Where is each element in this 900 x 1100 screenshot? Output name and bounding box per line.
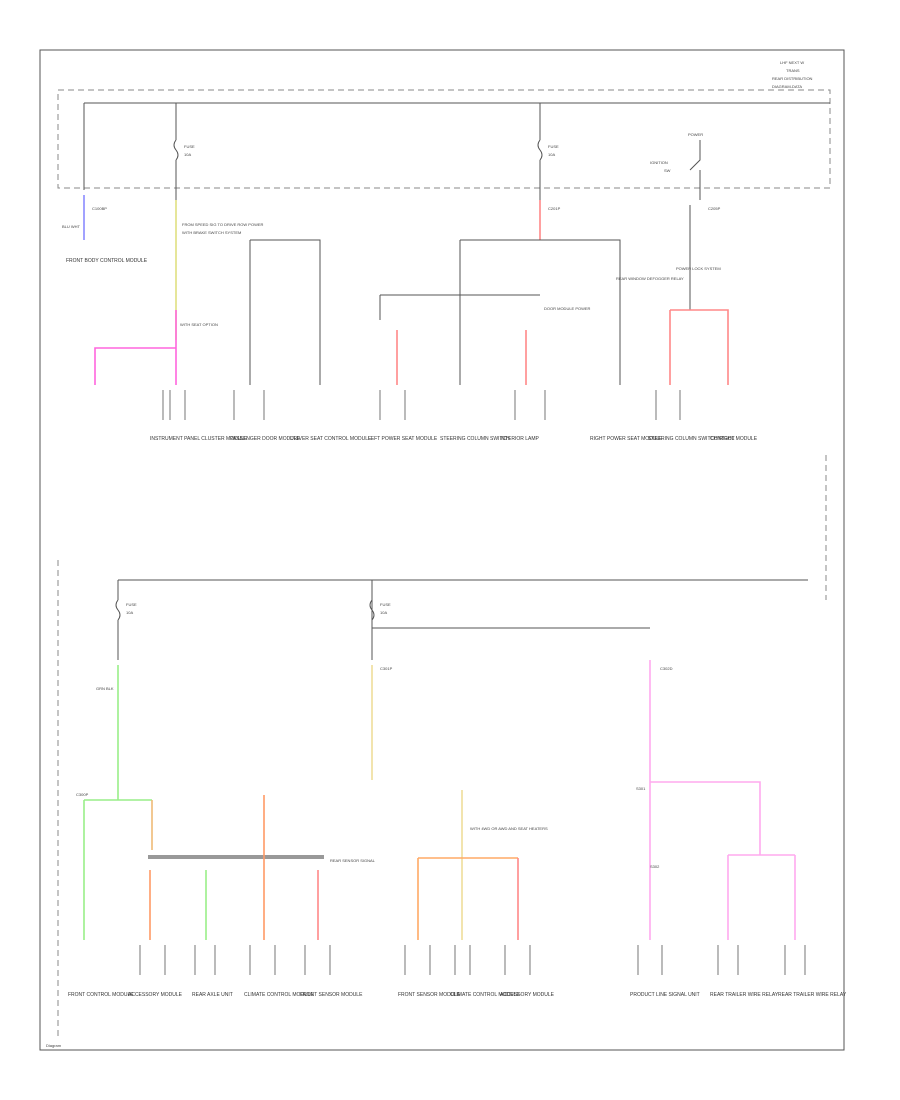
fuse-bottom-2: FUSE 10A [369, 580, 391, 660]
title-line-2: TRANS [786, 68, 800, 73]
title-line-1: LHF NEXT W [780, 60, 804, 65]
note-top-1: FROM SPEED SIG TO DRIVE ROW POWER [182, 222, 264, 227]
fuse-bottom-2-label: FUSE [380, 602, 391, 607]
module-bottom-11: REAR TRAILER WIRE RELAY [778, 992, 847, 998]
module-top-1: FRONT BODY CONTROL MODULE [66, 258, 148, 264]
module-bottom-10: REAR TRAILER WIRE RELAY [710, 992, 779, 998]
module-top-4: DRIVER SEAT CONTROL MODULE [290, 436, 372, 442]
module-top-2: INSTRUMENT PANEL CLUSTER MODULE [150, 436, 248, 442]
note-top-6: POWER LOCK SYSTEM [676, 266, 721, 271]
top-modules-row: INSTRUMENT PANEL CLUSTER MODULE PASSENGE… [150, 390, 758, 442]
wire-code-top-1: BLU WHT [62, 224, 81, 229]
wire-top-right-red [669, 309, 729, 385]
note-top-4: DOOR MODULE POWER [544, 306, 591, 311]
fuse-top-2: FUSE 10A [537, 103, 559, 200]
note-bottom-1: REAR SENSOR SIGNAL [330, 858, 376, 863]
bottom-bus-branch [371, 580, 650, 629]
wire-bottom-orange-2 [417, 857, 518, 940]
fuse-top-2-label: FUSE [548, 144, 559, 149]
module-top-5: LEFT POWER SEAT MODULE [368, 436, 438, 442]
diagram-frame [39, 49, 845, 1051]
conn-bottom-4: S301 [636, 786, 646, 791]
module-bottom-6: FRONT SENSOR MODULE [398, 992, 461, 998]
note-top-2: WITH BRAKE SWITCH SYSTEM [182, 230, 241, 235]
wire-top-pink [94, 310, 177, 385]
page-id: Diagram [46, 1043, 62, 1048]
module-top-3: PASSENGER DOOR MODULE [230, 436, 301, 442]
fuse-bottom-1-label: FUSE [126, 602, 137, 607]
conn-top-2: C201P [548, 206, 561, 211]
wire-bottom-green [83, 665, 152, 940]
conn-top-1: C100BP [92, 206, 107, 211]
module-bottom-7: CLIMATE CONTROL MODULE [450, 992, 520, 998]
conn-bottom-3: C302D [660, 666, 673, 671]
ignition-label-1: POWER [688, 132, 703, 137]
module-bottom-9: PRODUCT LINE SIGNAL UNIT [630, 992, 700, 998]
note-bottom-2: WITH 4WD OR AWD AND SEAT HEATERS [470, 826, 548, 831]
wire-code-bottom-1: GRN BLK [96, 686, 114, 691]
wire-top-branches [249, 239, 321, 385]
title-line-3: REAR DISTRIBUTION [772, 76, 813, 81]
note-top-5: REAR WINDOW DEFOGGER RELAY [616, 276, 684, 281]
wire-top-mid-bus [459, 239, 621, 385]
module-bottom-3: REAR AXLE UNIT [192, 992, 233, 998]
bottom-dashed-edges [57, 455, 827, 1040]
fuse-bottom-1-num: 10A [126, 610, 133, 615]
module-top-9: STEERING COLUMN SWITCH RIGHT [648, 436, 735, 442]
module-bottom-1: FRONT CONTROL MODULE [68, 992, 134, 998]
fuse-top-1-label: FUSE [184, 144, 195, 149]
title-block: LHF NEXT W TRANS REAR DISTRIBUTION DIAGR… [772, 60, 813, 89]
conn-top-4: C205P [708, 206, 721, 211]
ignition-label-3: SW [664, 168, 671, 173]
module-bottom-8: ACCESSORY MODULE [500, 992, 555, 998]
module-top-6: STEERING COLUMN SWITCH [440, 436, 510, 442]
conn-bottom-2: C301P [380, 666, 393, 671]
note-top-3: WITH SEAT OPTION [180, 322, 218, 327]
ignition-label-2: IGNITION [650, 160, 668, 165]
module-bottom-2: ACCESSORY MODULE [128, 992, 183, 998]
module-top-10: CONTROL MODULE [710, 436, 758, 442]
wire-bottom-pink [649, 660, 796, 940]
fuse-top-2-num: 10A [548, 152, 555, 157]
module-bottom-5: FRONT SENSOR MODULE [300, 992, 363, 998]
module-top-7: INTERIOR LAMP [500, 436, 540, 442]
module-bottom-4: CLIMATE CONTROL MODULE [244, 992, 314, 998]
fuse-bottom-2-num: 10A [380, 610, 387, 615]
conn-bottom-1: C300P [76, 792, 89, 797]
bottom-modules-row: FRONT CONTROL MODULE ACCESSORY MODULE RE… [68, 945, 847, 998]
conn-bottom-5: S302 [650, 864, 660, 869]
ignition-switch-top: POWER IGNITION SW [650, 132, 703, 200]
top-power-bus-box [57, 89, 831, 189]
fuse-bottom-1: FUSE 10A [115, 580, 137, 660]
module-top-8: RIGHT POWER SEAT MODULE [590, 436, 663, 442]
fuse-top-1-num: 10A [184, 152, 191, 157]
wire-top-shield-bus [379, 294, 540, 320]
fuse-top-1: FUSE 10A [173, 103, 195, 200]
title-line-4: DIAGRAM-DATA [772, 84, 802, 89]
